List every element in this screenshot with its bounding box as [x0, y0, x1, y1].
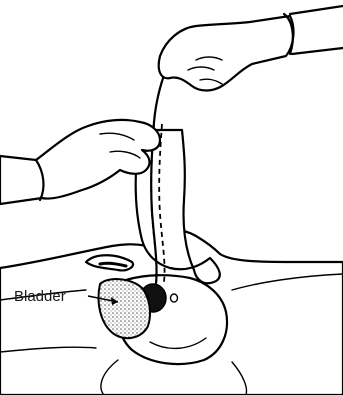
- upper-gloved-hand: [159, 6, 343, 91]
- bladder-label: Bladder: [14, 288, 66, 305]
